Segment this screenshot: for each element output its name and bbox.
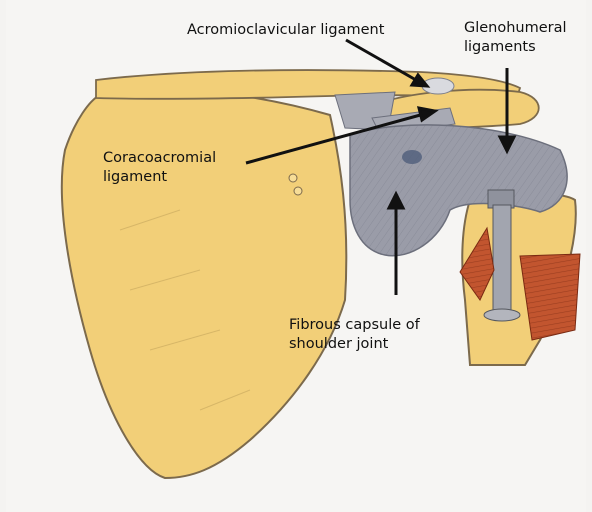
glenohumeral-ligaments-label: Glenohumeral ligaments — [464, 19, 567, 57]
fibrous-capsule-label: Fibrous capsule of shoulder joint — [289, 316, 420, 354]
acromioclavicular-ligament-label: Acromioclavicular ligament — [187, 21, 384, 40]
coracoacromial-ligament-label: Coracoacromial ligament — [103, 149, 216, 187]
